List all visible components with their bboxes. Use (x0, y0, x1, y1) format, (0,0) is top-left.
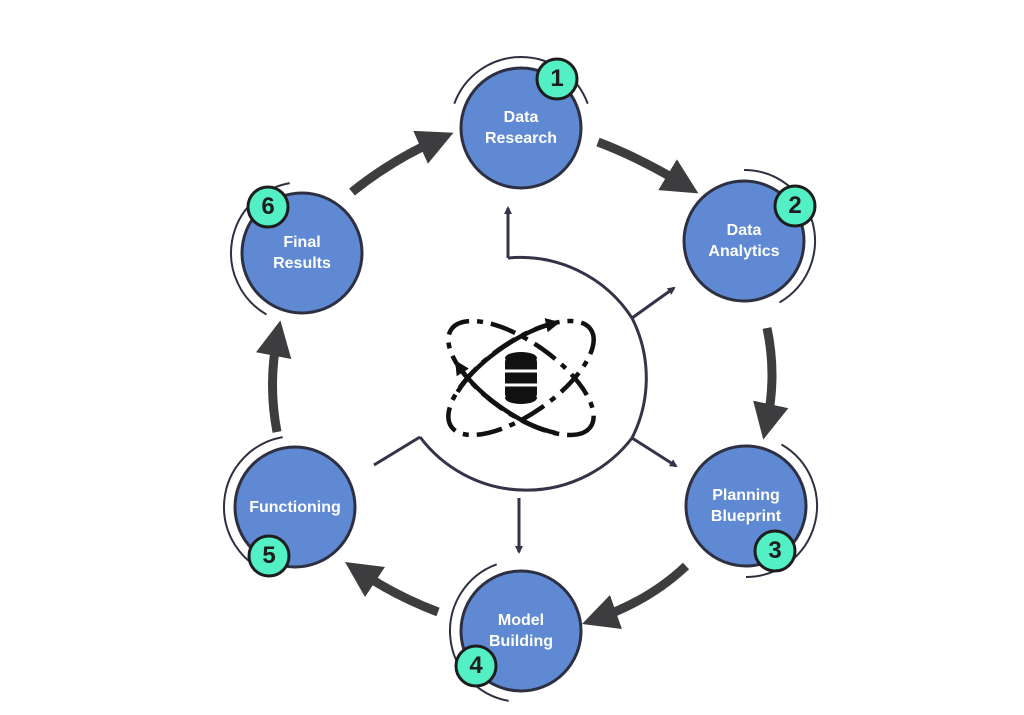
step-4-label: Model Building (489, 612, 553, 650)
step-4-badge-circle (454, 644, 498, 688)
hub-connector-to-step-2 (631, 286, 676, 320)
flow-arrow-6-to-1 (349, 130, 454, 196)
step-5-label: Functioning (249, 498, 341, 516)
database-icon (503, 352, 539, 404)
flow-arrow-3-to-4 (582, 562, 690, 629)
step-1-badge-circle (535, 57, 579, 101)
flow-arrow-4-to-5 (345, 562, 440, 617)
flow-arrow-1-to-2 (596, 137, 699, 194)
step-2-number: 2 (788, 192, 802, 219)
step-3-badge-circle (753, 529, 797, 573)
step-5-number: 5 (262, 542, 276, 569)
hub-connector-to-step-3 (631, 436, 678, 468)
step-2-label: Data Analytics (708, 222, 780, 260)
flow-arrow-2-to-3 (753, 327, 789, 440)
cycle-nodes (223, 56, 818, 702)
step-1-number: 1 (550, 65, 564, 92)
hub-connector-to-step-5 (373, 435, 421, 467)
step-6-badge-circle (246, 185, 290, 229)
step-2-outer-ring (743, 169, 816, 304)
atom-database-icon (446, 318, 596, 438)
step-3-number: 3 (768, 537, 782, 564)
cycle-flow-arrows (255, 130, 789, 629)
step-6-number: 6 (261, 193, 275, 220)
flow-arrow-5-to-6 (255, 320, 292, 433)
step-5-badge-circle (247, 534, 291, 578)
step-2-badge-circle (773, 184, 817, 228)
step-4-outer-ring (449, 563, 509, 702)
step-2-node (682, 179, 806, 303)
step-1-label: Data Research (484, 109, 558, 147)
step-3-label: Planning Blueprint (710, 487, 782, 525)
step-6-label: Final Results (273, 234, 331, 272)
step-4-number: 4 (469, 652, 483, 679)
center-hub-outline (418, 255, 648, 492)
